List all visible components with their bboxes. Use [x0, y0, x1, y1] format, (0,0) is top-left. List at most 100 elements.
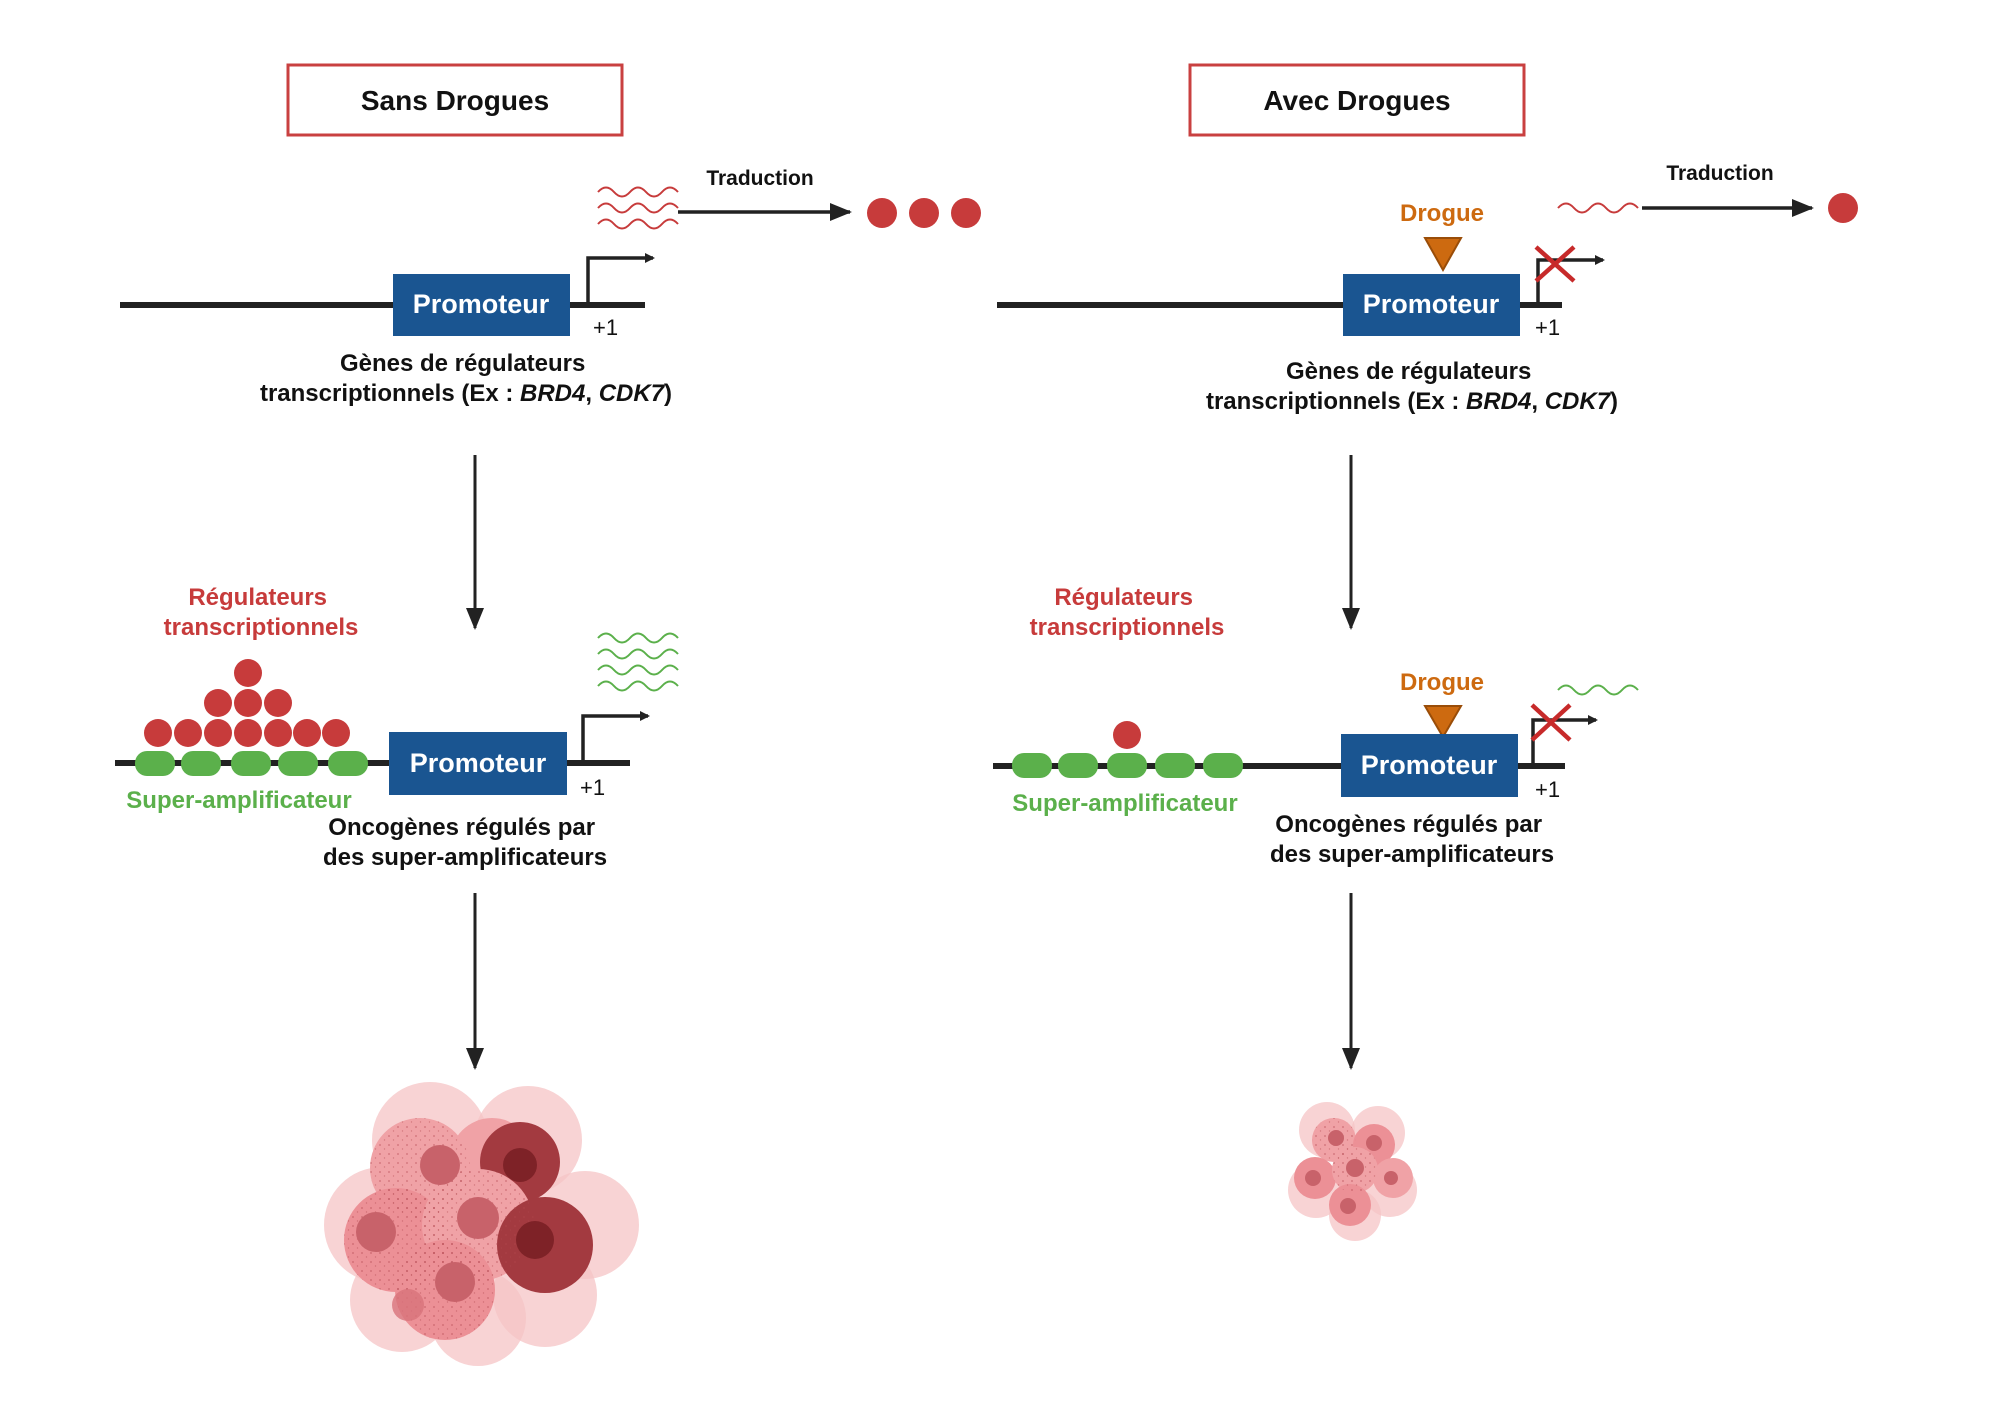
caption-line2: des super-amplificateurs — [323, 844, 607, 871]
tss-label: +1 — [1535, 777, 1560, 802]
regulators-line2: transcriptionnels — [1030, 614, 1225, 641]
gene2-caption: Oncogènes régulés par des super-amplific… — [1270, 811, 1554, 868]
promoter-label: Promoteur — [413, 289, 550, 319]
panel-left: Sans Drogues Promoteur +1 Traduction Gèn… — [115, 63, 981, 1366]
tss-arrow — [1531, 715, 1598, 766]
regulator-dot — [234, 689, 262, 717]
gene2-caption: Oncogènes régulés par des super-amplific… — [323, 814, 607, 871]
protein-dots — [867, 198, 981, 228]
gene2-right: Régulateurs transcriptionnels Super-ampl… — [993, 584, 1639, 868]
regulators-line1: Régulateurs — [1054, 584, 1193, 611]
blocked-cross-icon — [1530, 703, 1572, 742]
tss-label: +1 — [1535, 315, 1560, 340]
gene1-caption: Gènes de régulateurs transcriptionnels (… — [1206, 358, 1618, 415]
tss-label: +1 — [580, 775, 605, 800]
caption-suffix: ) — [664, 380, 672, 407]
promoter-box — [389, 732, 567, 795]
title-right: Avec Drogues — [1263, 85, 1450, 116]
promoter-box — [1341, 734, 1518, 797]
tss-arrow — [581, 711, 650, 763]
enhancer-segment — [135, 751, 175, 776]
gene2-left: Régulateurs transcriptionnels — [115, 584, 679, 871]
caption-line2: des super-amplificateurs — [1270, 841, 1554, 868]
gene1-left: Promoteur +1 Traduction Gènes de régulat… — [120, 167, 981, 407]
caption-line1: Gènes de régulateurs — [1286, 358, 1531, 385]
gene-name-b: CDK7 — [599, 380, 666, 407]
drug-icon — [1423, 705, 1463, 739]
panel-right: Avec Drogues Drogue Promoteur +1 Traduct… — [993, 63, 1858, 1241]
drug-label: Drogue — [1400, 200, 1484, 227]
translation-label: Traduction — [1666, 162, 1773, 185]
regulator-dot — [234, 719, 262, 747]
caption-line1: Oncogènes régulés par — [328, 814, 595, 841]
enhancer-segment — [328, 751, 368, 776]
caption-prefix: transcriptionnels (Ex : — [260, 380, 520, 407]
enhancer-segment — [1155, 753, 1195, 778]
tss-label: +1 — [593, 315, 618, 340]
regulator-pile — [144, 659, 350, 747]
regulator-dot — [264, 689, 292, 717]
enhancer-segment — [278, 751, 318, 776]
regulator-dot — [1113, 721, 1141, 749]
regulators-line2: transcriptionnels — [164, 614, 359, 641]
enhancer-segment — [231, 751, 271, 776]
enhancer-segments — [135, 751, 368, 776]
enhancer-segment — [1107, 753, 1147, 778]
blocked-cross-icon — [1534, 245, 1576, 283]
regulator-dot — [204, 689, 232, 717]
enhancer-segment — [1203, 753, 1243, 778]
protein-dot — [1828, 193, 1858, 223]
enhancer-segment — [181, 751, 221, 776]
promoter-label: Promoteur — [1363, 289, 1500, 319]
regulator-dot — [144, 719, 172, 747]
promoter-box — [1343, 274, 1520, 336]
protein-dot — [867, 198, 897, 228]
gene-name-a: BRD4 — [1466, 388, 1531, 415]
regulator-dot — [264, 719, 292, 747]
mrna-wavy-icon — [597, 632, 679, 692]
title-left: Sans Drogues — [361, 85, 549, 116]
caption-sep: , — [1531, 388, 1544, 415]
promoter-label: Promoteur — [1361, 750, 1498, 780]
enhancer-segment — [1012, 753, 1052, 778]
regulator-dot — [322, 719, 350, 747]
caption-prefix: transcriptionnels (Ex : — [1206, 388, 1466, 415]
protein-dot — [951, 198, 981, 228]
regulators-line1: Régulateurs — [188, 584, 327, 611]
gene1-caption: Gènes de régulateurs transcriptionnels (… — [260, 350, 672, 407]
regulators-label: Régulateurs transcriptionnels — [1030, 584, 1225, 641]
protein-dot — [909, 198, 939, 228]
caption-line2: transcriptionnels (Ex : BRD4, CDK7) — [260, 380, 672, 407]
regulator-dot — [174, 719, 202, 747]
gene1-right: Drogue Promoteur +1 Traduction Gènes de … — [997, 162, 1858, 415]
caption-suffix: ) — [1610, 388, 1618, 415]
translation-label: Traduction — [706, 167, 813, 190]
drug-label: Drogue — [1400, 669, 1484, 696]
title-box-right — [1188, 63, 1526, 137]
enhancer-label: Super-amplificateur — [126, 787, 351, 814]
mrna-wavy-icon — [597, 186, 679, 230]
tss-arrow — [586, 253, 655, 305]
caption-sep: , — [585, 380, 598, 407]
regulators-label: Régulateurs transcriptionnels — [164, 584, 359, 641]
caption-line2: transcriptionnels (Ex : BRD4, CDK7) — [1206, 388, 1618, 415]
enhancer-segments — [1012, 753, 1243, 778]
enhancer-segment — [1058, 753, 1098, 778]
promoter-box — [393, 274, 570, 336]
enhancer-label: Super-amplificateur — [1012, 790, 1237, 817]
tumor-large-icon — [324, 1082, 639, 1366]
regulator-dot — [204, 719, 232, 747]
promoter-label: Promoteur — [410, 748, 547, 778]
tumor-small-icon — [1288, 1102, 1417, 1241]
title-box-left — [286, 63, 624, 137]
gene-name-b: CDK7 — [1545, 388, 1612, 415]
tss-arrow — [1536, 255, 1605, 305]
drug-icon — [1423, 237, 1463, 273]
mrna-wavy-icon — [1557, 202, 1639, 214]
caption-line1: Oncogènes régulés par — [1275, 811, 1542, 838]
mrna-wavy-icon — [1557, 684, 1639, 696]
regulator-dot — [293, 719, 321, 747]
gene-name-a: BRD4 — [520, 380, 585, 407]
